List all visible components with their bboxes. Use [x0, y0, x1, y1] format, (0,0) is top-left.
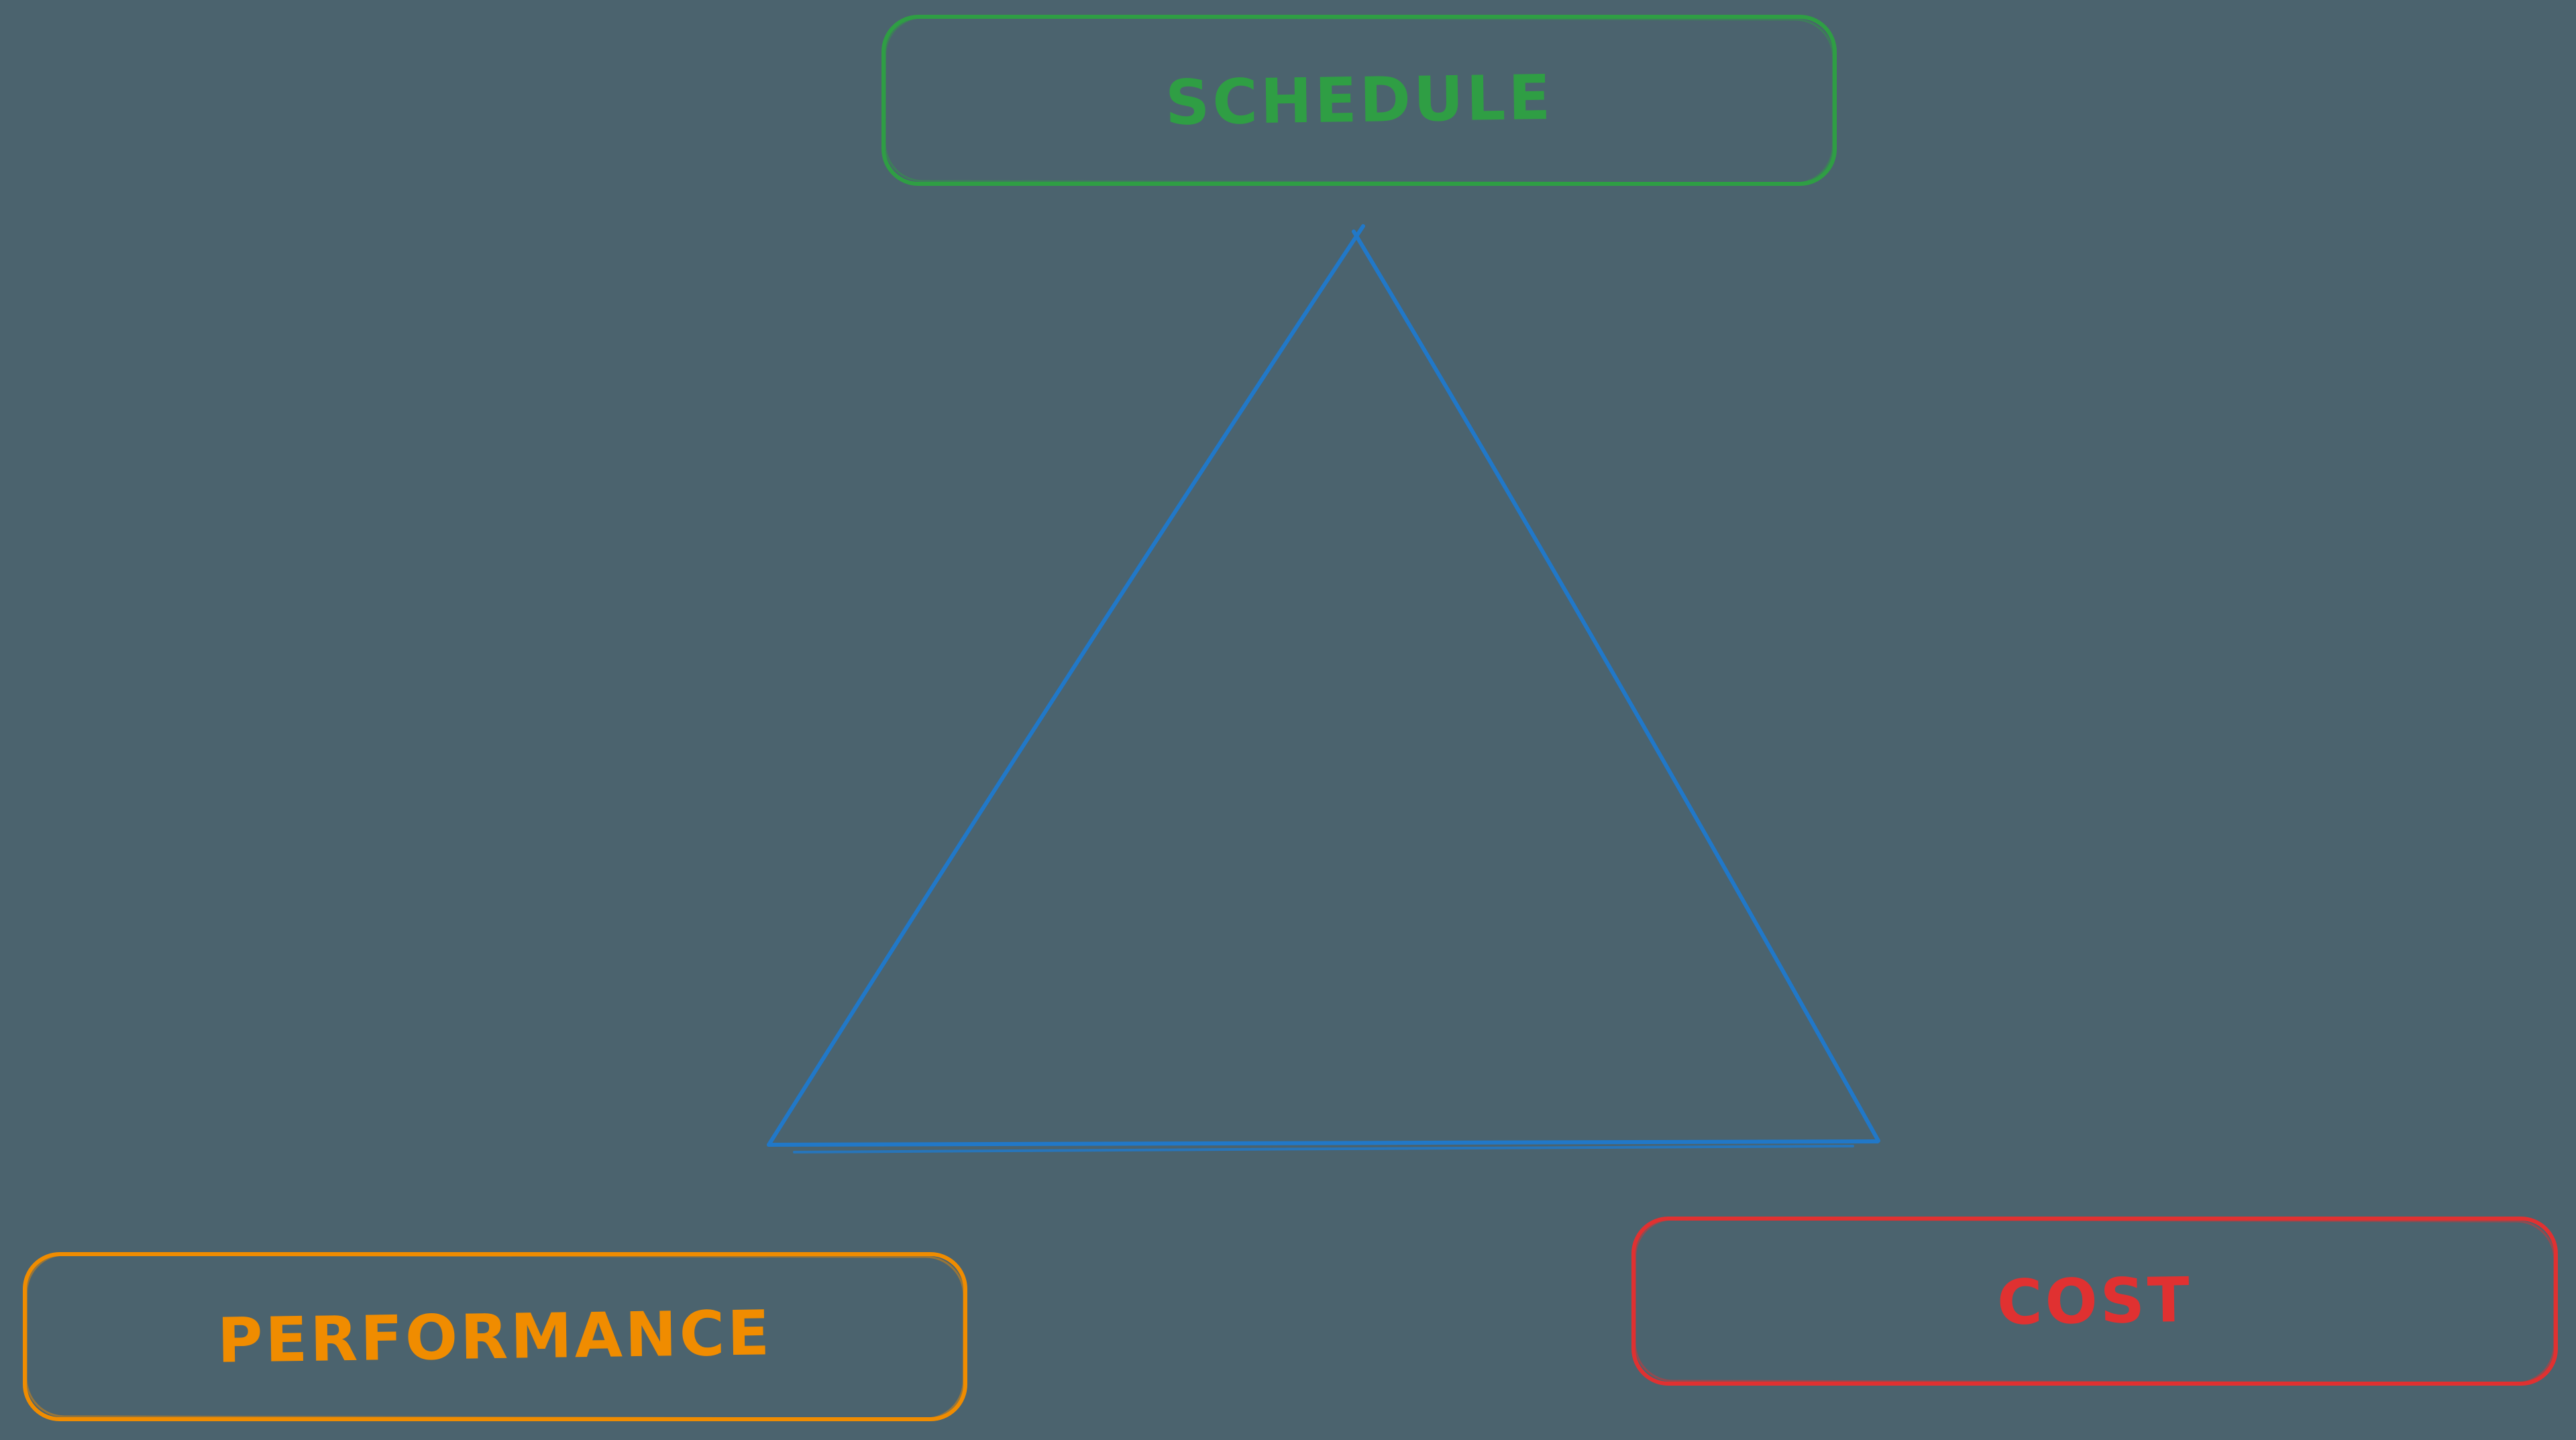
schedule-box[interactable]: SCHEDULE — [881, 15, 1837, 186]
schedule-label: SCHEDULE — [1165, 61, 1554, 140]
triangle-base — [767, 1139, 1880, 1147]
performance-box[interactable]: PERFORMANCE — [23, 1252, 967, 1421]
cost-box[interactable]: COST — [1631, 1217, 2558, 1386]
triangle-left-side — [767, 224, 1365, 1147]
triangle-base-second-stroke — [793, 1145, 1854, 1153]
triangle-right-side — [1352, 229, 1880, 1143]
cost-label: COST — [1996, 1264, 2193, 1339]
performance-label: PERFORMANCE — [217, 1296, 773, 1377]
